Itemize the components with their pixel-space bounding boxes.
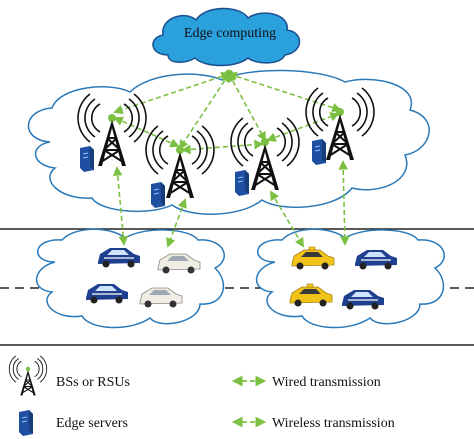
server-3-icon (234, 169, 250, 197)
legend-server-icon (18, 409, 34, 437)
wired-links (113, 71, 342, 155)
legend-wired-label: Wired transmission (272, 375, 381, 390)
edge-computing-cloud: Edge computing (152, 7, 301, 67)
base-station-region (27, 69, 430, 215)
wireless-links (112, 160, 350, 248)
cloud-link-node (224, 69, 234, 79)
vehicle-region-right (255, 228, 445, 329)
server-4-icon (311, 138, 327, 166)
legend-wireless-label: Wireless transmission (272, 416, 395, 431)
legend-towers-label: BSs or RSUs (56, 375, 130, 390)
legend-servers-label: Edge servers (56, 416, 128, 431)
legend-tower-icon (8, 355, 48, 396)
server-2-icon (150, 181, 166, 209)
edge-computing-label: Edge computing (184, 26, 276, 41)
server-1-icon (79, 145, 95, 173)
vehicle-region-left (35, 228, 225, 329)
legend: BSs or RSUs Edge servers Wired transmiss… (8, 355, 395, 437)
